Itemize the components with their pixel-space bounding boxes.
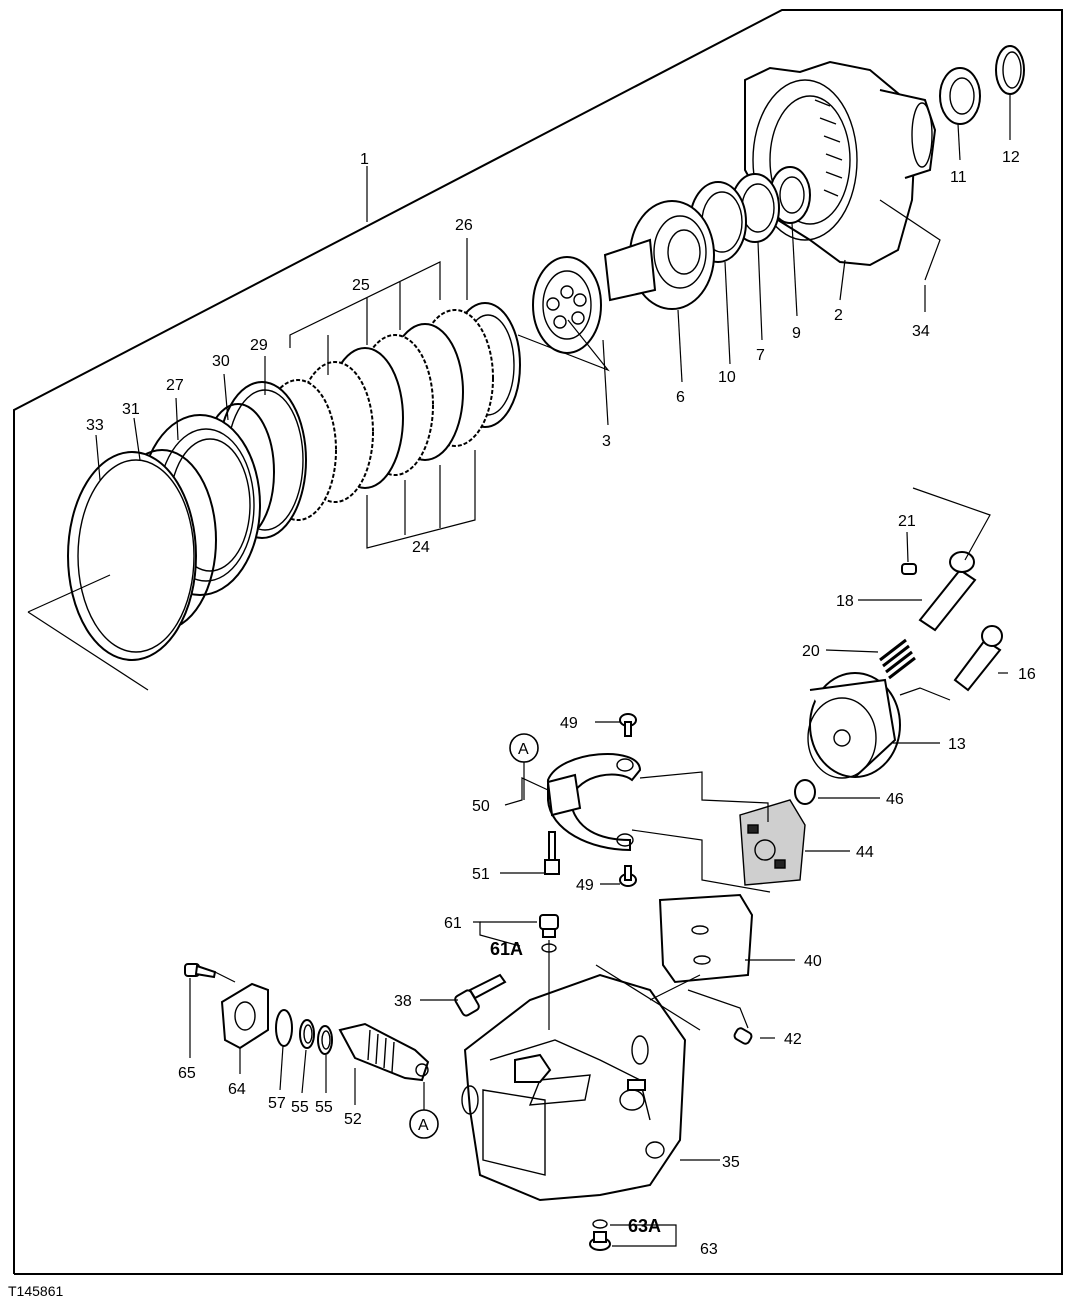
callout-a-top-letter: A bbox=[518, 741, 529, 758]
callout-a-bottom: A bbox=[409, 1109, 439, 1139]
label-33: 33 bbox=[86, 417, 104, 434]
ring-part-55-b bbox=[317, 1025, 333, 1055]
label-55-b: 55 bbox=[315, 1099, 333, 1116]
label-38: 38 bbox=[394, 993, 412, 1010]
bolt-part-38 bbox=[454, 973, 507, 1017]
bushing-part-46 bbox=[794, 779, 816, 805]
label-34: 34 bbox=[912, 323, 930, 340]
label-3: 3 bbox=[602, 433, 611, 450]
label-10: 10 bbox=[718, 369, 736, 386]
seal-part-33 bbox=[67, 451, 197, 661]
plunger-part-16 bbox=[953, 625, 1003, 692]
o-ring-part-63A bbox=[592, 1219, 608, 1229]
label-11: 11 bbox=[950, 169, 967, 186]
figure-id-label: T145861 bbox=[8, 1283, 64, 1299]
spring-part-20 bbox=[879, 638, 916, 680]
label-25: 25 bbox=[352, 277, 370, 294]
bracket-part-50 bbox=[546, 753, 642, 852]
label-29: 29 bbox=[250, 337, 268, 354]
label-55-a: 55 bbox=[291, 1099, 309, 1116]
bearing-part-11 bbox=[939, 67, 981, 125]
label-57: 57 bbox=[268, 1095, 286, 1112]
label-63A: 63A bbox=[628, 1216, 661, 1236]
part-labels: 1 2 3 6 7 9 10 11 12 34 24 25 26 27 29 3… bbox=[86, 149, 1036, 1258]
label-51: 51 bbox=[472, 866, 490, 883]
label-7: 7 bbox=[756, 347, 765, 364]
label-42: 42 bbox=[784, 1031, 802, 1048]
callout-a-bottom-letter: A bbox=[418, 1117, 429, 1134]
screw-part-51 bbox=[544, 831, 560, 875]
label-9: 9 bbox=[792, 325, 801, 342]
diagram-frame bbox=[13, 9, 1063, 1275]
head-part-35 bbox=[461, 973, 687, 1202]
spool-part-18 bbox=[918, 551, 977, 632]
bolt-part-49-bottom bbox=[619, 865, 637, 887]
label-2: 2 bbox=[834, 307, 843, 324]
housing-part-2 bbox=[744, 60, 937, 267]
label-26: 26 bbox=[455, 217, 473, 234]
label-50: 50 bbox=[472, 798, 490, 815]
bolt-part-49-top bbox=[619, 713, 637, 737]
flange-part-64 bbox=[220, 982, 269, 1050]
label-65: 65 bbox=[178, 1065, 196, 1082]
label-63: 63 bbox=[700, 1241, 718, 1258]
label-1: 1 bbox=[360, 151, 369, 168]
pin-part-21 bbox=[901, 563, 917, 575]
label-52: 52 bbox=[344, 1111, 362, 1128]
shaft-gear-part-3 bbox=[532, 238, 657, 354]
leader-lines bbox=[27, 94, 1011, 1247]
label-20: 20 bbox=[802, 643, 820, 660]
piston-part-52 bbox=[338, 1022, 430, 1082]
cylinder-block-part-13 bbox=[807, 672, 901, 779]
label-35: 35 bbox=[722, 1154, 740, 1171]
callout-a-top: A bbox=[509, 733, 539, 763]
label-21: 21 bbox=[898, 513, 916, 530]
label-64: 64 bbox=[228, 1081, 246, 1098]
o-ring-part-57 bbox=[275, 1009, 293, 1047]
snap-ring-part-12 bbox=[995, 45, 1025, 95]
label-61A: 61A bbox=[490, 939, 523, 959]
pin-part-42 bbox=[733, 1027, 753, 1045]
label-18: 18 bbox=[836, 593, 854, 610]
label-27: 27 bbox=[166, 377, 184, 394]
label-31: 31 bbox=[122, 401, 140, 418]
label-24: 24 bbox=[412, 539, 430, 556]
valve-plate-part-44 bbox=[739, 799, 806, 886]
label-12: 12 bbox=[1002, 149, 1020, 166]
bolt-part-65 bbox=[184, 963, 217, 979]
label-46: 46 bbox=[886, 791, 904, 808]
label-44: 44 bbox=[856, 844, 874, 861]
plate-stack-parts-24-26 bbox=[259, 302, 521, 521]
plug-part-61 bbox=[539, 914, 559, 938]
cover-plate-part-40 bbox=[658, 893, 754, 984]
label-13: 13 bbox=[948, 736, 966, 753]
ring-part-55-a bbox=[299, 1019, 315, 1049]
label-6: 6 bbox=[676, 389, 685, 406]
label-61: 61 bbox=[444, 915, 462, 932]
plug-part-63 bbox=[589, 1231, 611, 1251]
label-40: 40 bbox=[804, 953, 822, 970]
label-49-top: 49 bbox=[560, 715, 578, 732]
label-49-bottom: 49 bbox=[576, 877, 594, 894]
label-30: 30 bbox=[212, 353, 230, 370]
label-16: 16 bbox=[1018, 666, 1036, 683]
